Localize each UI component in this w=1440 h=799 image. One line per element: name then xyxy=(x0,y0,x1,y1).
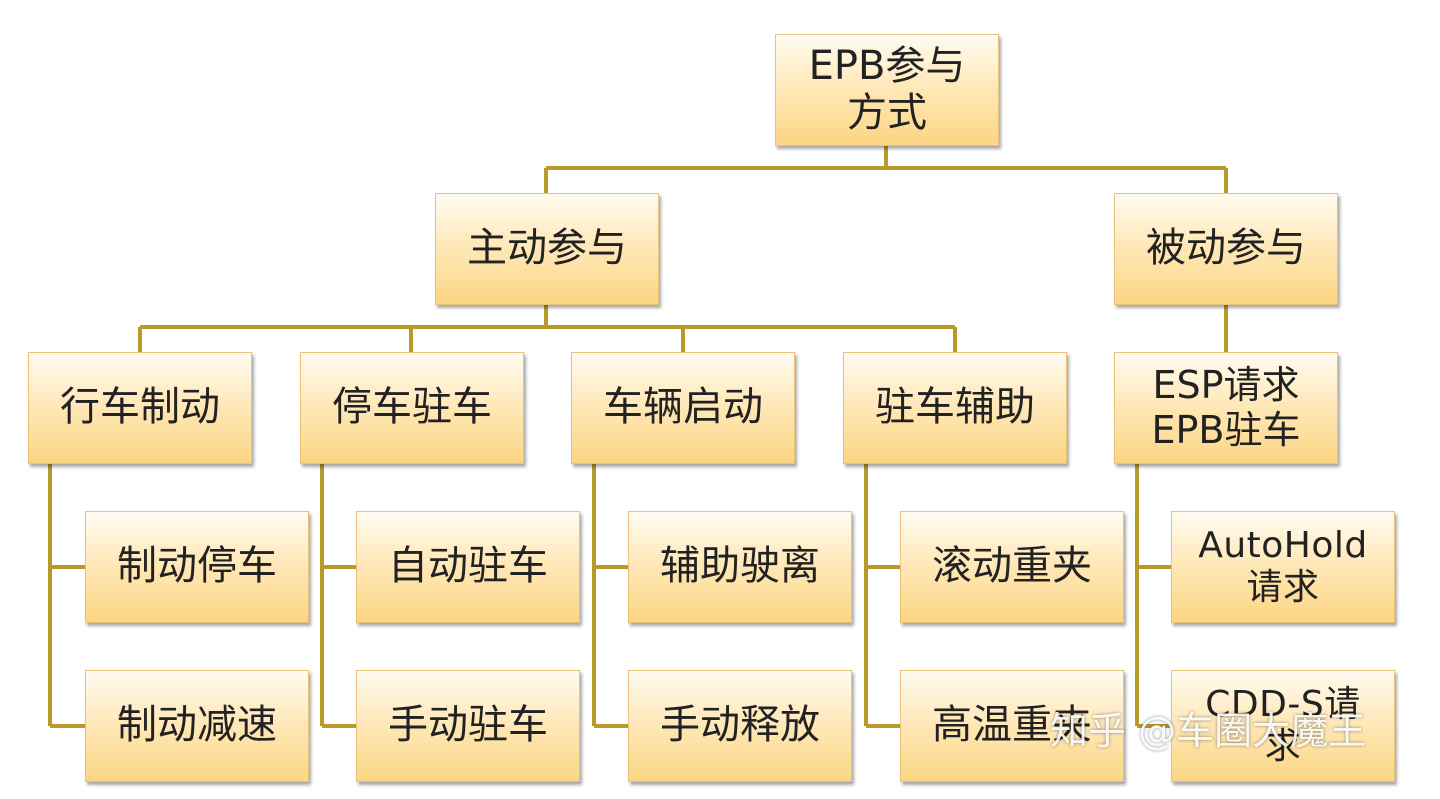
node-passive: 被动参与 xyxy=(1114,193,1338,305)
node-park-assist: 驻车辅助 xyxy=(843,352,1067,464)
link-park-assist-children xyxy=(864,464,900,728)
node-active: 主动参与 xyxy=(435,193,659,305)
node-assist-drive-off: 辅助驶离 xyxy=(628,511,852,623)
node-parking: 停车驻车 xyxy=(300,352,524,464)
node-hightemp-reclamp: 高温重夹 xyxy=(900,670,1124,782)
link-vehicle-start-children xyxy=(592,464,628,728)
node-auto-park: 自动驻车 xyxy=(356,511,580,623)
watermark: 知乎 @车圈大魔王 xyxy=(1050,709,1367,753)
node-esp-request: ESP请求 EPB驻车 xyxy=(1114,352,1338,464)
node-manual-release: 手动释放 xyxy=(628,670,852,782)
node-vehicle-start: 车辆启动 xyxy=(571,352,795,464)
node-autohold-request: AutoHold 请求 xyxy=(1171,511,1395,623)
link-driving-brake-children xyxy=(48,464,85,728)
node-cdds-request: CDD-S请 求 xyxy=(1171,670,1395,782)
link-active-children xyxy=(138,305,957,352)
link-parking-children xyxy=(320,464,356,728)
node-brake-decel: 制动减速 xyxy=(85,670,309,782)
node-root: EPB参与 方式 xyxy=(775,34,999,146)
node-manual-park: 手动驻车 xyxy=(356,670,580,782)
node-brake-stop: 制动停车 xyxy=(85,511,309,623)
node-roll-reclamp: 滚动重夹 xyxy=(900,511,1124,623)
link-esp-children xyxy=(1135,464,1171,728)
node-driving-brake: 行车制动 xyxy=(28,352,252,464)
link-root-children xyxy=(544,146,1228,193)
